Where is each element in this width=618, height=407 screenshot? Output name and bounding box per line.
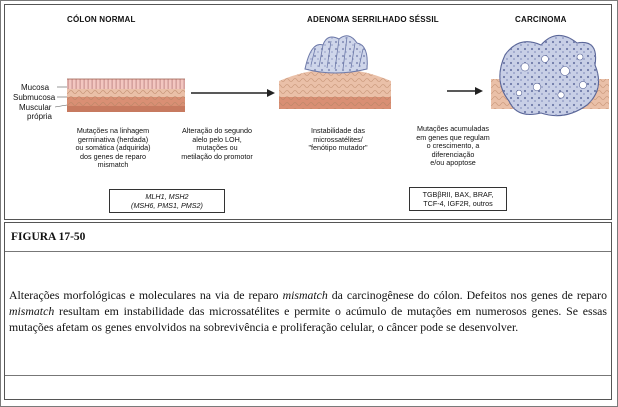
note-line: alelo pelo LOH, — [192, 134, 242, 144]
colon-illustration — [54, 34, 609, 117]
note-second-allele: Alteração do segundo alelo pelo LOH, mut… — [167, 126, 267, 161]
layer-submucosa-label: Submucosa — [13, 93, 56, 102]
target-genes-box: TGBβRII, BAX, BRAF, TCF-4, IGF2R, outros — [409, 187, 507, 211]
carcinoma-tissue — [491, 34, 609, 117]
note-accumulated-mutations: Mutações acumuladas em genes que regulam… — [403, 124, 503, 168]
note-line: microssatélites/ — [313, 134, 363, 144]
note-microsatellite-instability: Instabilidade das microssatélites/ "fenó… — [293, 126, 383, 153]
note-line: diferenciação — [431, 149, 475, 159]
caption-text: Alterações morfológicas e moleculares na… — [9, 287, 607, 335]
caption-text-part: Alterações morfológicas e moleculares na… — [9, 288, 283, 302]
note-germline-mutation: Mutações na linhagem germinativa (herdad… — [63, 126, 163, 170]
gene-line: (MSH6, PMS1, PMS2) — [131, 201, 203, 210]
normal-colon-tissue — [67, 78, 185, 112]
adenoma-tissue — [279, 35, 391, 109]
note-line: mutações ou — [196, 143, 238, 153]
layer-mucosa-label: Mucosa — [21, 83, 50, 92]
caption-divider — [5, 251, 611, 252]
note-line: Instabilidade das — [311, 126, 365, 135]
figure-panel: CÓLON NORMAL ADENOMA SERRILHADO SÉSSIL C… — [4, 4, 612, 220]
gene-line: MLH1, MSH2 — [145, 192, 189, 201]
note-line: "fenótipo mutador" — [308, 143, 368, 153]
layer-leader-lines — [54, 86, 68, 108]
figure-title: FIGURA 17-50 — [11, 231, 86, 243]
gene-line: TCF-4, IGF2R, outros — [423, 199, 493, 208]
caption-text-italic: mismatch — [9, 304, 55, 318]
note-line: e/ou apoptose — [430, 158, 476, 168]
note-line: Mutações na linhagem — [76, 126, 150, 135]
note-line: em genes que regulam — [416, 132, 490, 142]
note-line: mismatch — [97, 160, 129, 170]
stage-carcinoma-label: CARCINOMA — [515, 15, 567, 24]
note-line: ou somática (adquirida) — [75, 143, 151, 153]
stage-normal-label: CÓLON NORMAL — [67, 15, 136, 24]
progression-arrow-1 — [191, 89, 275, 97]
progression-arrow-2 — [447, 87, 483, 95]
note-line: Mutações acumuladas — [417, 124, 489, 133]
caption-text-italic: mismatch — [282, 288, 328, 302]
gene-line: TGBβRII, BAX, BRAF, — [422, 190, 494, 199]
stage-adenoma-label: ADENOMA SERRILHADO SÉSSIL — [307, 15, 439, 24]
note-line: germinativa (herdada) — [77, 134, 149, 144]
caption-panel: FIGURA 17-50 Alterações morfológicas e m… — [4, 222, 612, 400]
repair-genes-box: MLH1, MSH2 (MSH6, PMS1, PMS2) — [109, 189, 225, 213]
note-line: dos genes de reparo — [80, 151, 146, 161]
caption-text-part: da carcinogênese do cólon. Defeitos nos … — [327, 288, 607, 302]
note-line: o crescimento, a — [426, 141, 480, 151]
note-line: Alteração do segundo — [182, 126, 252, 135]
note-line: metilação do promotor — [181, 151, 253, 161]
layer-muscular-label: Muscular — [19, 103, 52, 112]
layer-muscular-label-2: própria — [27, 112, 52, 121]
caption-bottom-divider — [5, 375, 611, 376]
caption-text-part: resultam em instabilidade das microssaté… — [9, 304, 607, 334]
